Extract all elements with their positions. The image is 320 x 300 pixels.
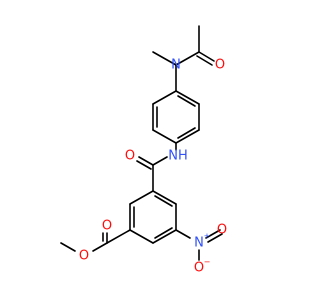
bond-acetyl-carbonyl-2 — [196, 55, 213, 66]
charge-o-nitro-down: − — [204, 258, 211, 267]
molecule-structure-diagram: N O NH O N + O O − O O — [60, 25, 227, 276]
atom-o-acetyl: O — [215, 58, 225, 73]
ring-a-bond-4 — [152, 129, 177, 144]
atom-o-amide: O — [125, 149, 135, 164]
atom-o-nitro-right: O — [217, 223, 227, 238]
bond-amide-carbonyl-2 — [136, 160, 152, 170]
ring-a-bond-6 — [152, 90, 177, 105]
ring-b-double-2 — [154, 227, 173, 239]
bond-ester-ether — [92, 242, 108, 252]
ring-a-bond-3 — [175, 129, 200, 144]
ring-a-bond-1 — [175, 90, 200, 105]
ring-b-bond-3 — [152, 229, 177, 244]
bond-ring-nitro — [175, 229, 191, 239]
bond-amide-carbonyl-1 — [138, 156, 154, 166]
ring-b-bond-4 — [129, 229, 154, 244]
bond-acetyl-carbonyl-1 — [198, 51, 215, 62]
atom-o-nitro-down: O — [194, 261, 204, 276]
atom-nh-amide: NH — [168, 149, 188, 164]
atom-n-tertiary-amide: N — [171, 58, 181, 73]
atom-o-ester-carbonyl: O — [102, 219, 112, 234]
atom-o-ester-ether: O — [79, 249, 89, 264]
bond-ester-methyl — [60, 242, 76, 252]
atom-label-layer: N O NH O N + O O − O O — [79, 58, 227, 276]
bond-ring-ester-carbon — [106, 229, 131, 244]
ring-a-double-1 — [177, 95, 196, 107]
bond-nitro-o-right-2 — [207, 233, 223, 243]
atom-n-nitro: N — [194, 236, 204, 251]
bond-n-acetyl-carbon — [175, 51, 200, 66]
ring-b-bond-6 — [129, 190, 154, 205]
bond-n-methyl — [152, 51, 177, 66]
bond-layer — [60, 25, 223, 261]
charge-n-nitro: + — [204, 232, 211, 241]
ring-a-double-2 — [177, 127, 196, 139]
bond-nitro-o-right-1 — [205, 229, 221, 239]
ring-b-bond-1 — [152, 190, 177, 205]
bond-nh-amide-carbon — [152, 156, 168, 166]
ring-b-double-1 — [154, 195, 173, 207]
